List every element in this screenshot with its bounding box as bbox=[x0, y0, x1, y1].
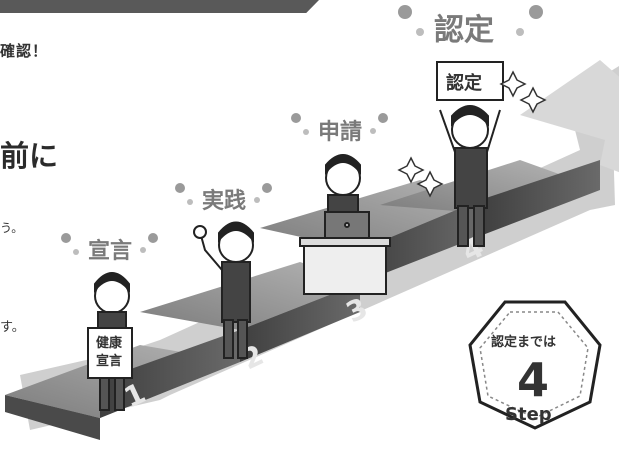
step-1-label: 宣言 bbox=[88, 238, 132, 264]
stair-bottom-face bbox=[5, 395, 100, 440]
badge-number: 4 bbox=[517, 353, 549, 407]
person-4 bbox=[436, 61, 504, 247]
step-1-label-group: 宣言 bbox=[61, 233, 158, 264]
person-1-sign-line-2: 宣言 bbox=[96, 353, 122, 369]
step-2-label-group: 実践 bbox=[175, 183, 272, 214]
person-3 bbox=[299, 154, 391, 295]
badge-caption: 認定までは bbox=[491, 334, 556, 350]
step-4-riser bbox=[480, 160, 600, 236]
body-text-fragment-2: す。 bbox=[0, 320, 25, 335]
step-3-label: 申請 bbox=[318, 119, 362, 145]
body-text-fragment-1: う。 bbox=[0, 221, 24, 235]
person-2 bbox=[193, 221, 254, 359]
heading-text-fragment: 前に bbox=[0, 139, 59, 173]
top-banner-bar bbox=[0, 0, 319, 13]
sparkle-icons bbox=[397, 70, 547, 198]
step-3-riser bbox=[360, 200, 480, 283]
person-1-sign-line-1: 健康 bbox=[96, 335, 123, 351]
step-3-label-group: 申請 bbox=[291, 113, 388, 145]
step-2-riser bbox=[240, 283, 360, 362]
person-1 bbox=[87, 272, 133, 411]
intro-text-fragment: 確認！ bbox=[0, 42, 49, 60]
step-badge bbox=[468, 300, 602, 430]
badge-unit: Step bbox=[505, 404, 552, 425]
step-1-riser bbox=[100, 330, 240, 418]
step-4-label: 認定 bbox=[434, 13, 494, 48]
step-4-label-group: 認定 bbox=[398, 5, 543, 48]
person-4-sign: 認定 bbox=[446, 72, 482, 94]
arrow-head bbox=[520, 60, 619, 173]
arrow-body bbox=[20, 66, 619, 430]
step-2-label: 実践 bbox=[202, 188, 246, 214]
